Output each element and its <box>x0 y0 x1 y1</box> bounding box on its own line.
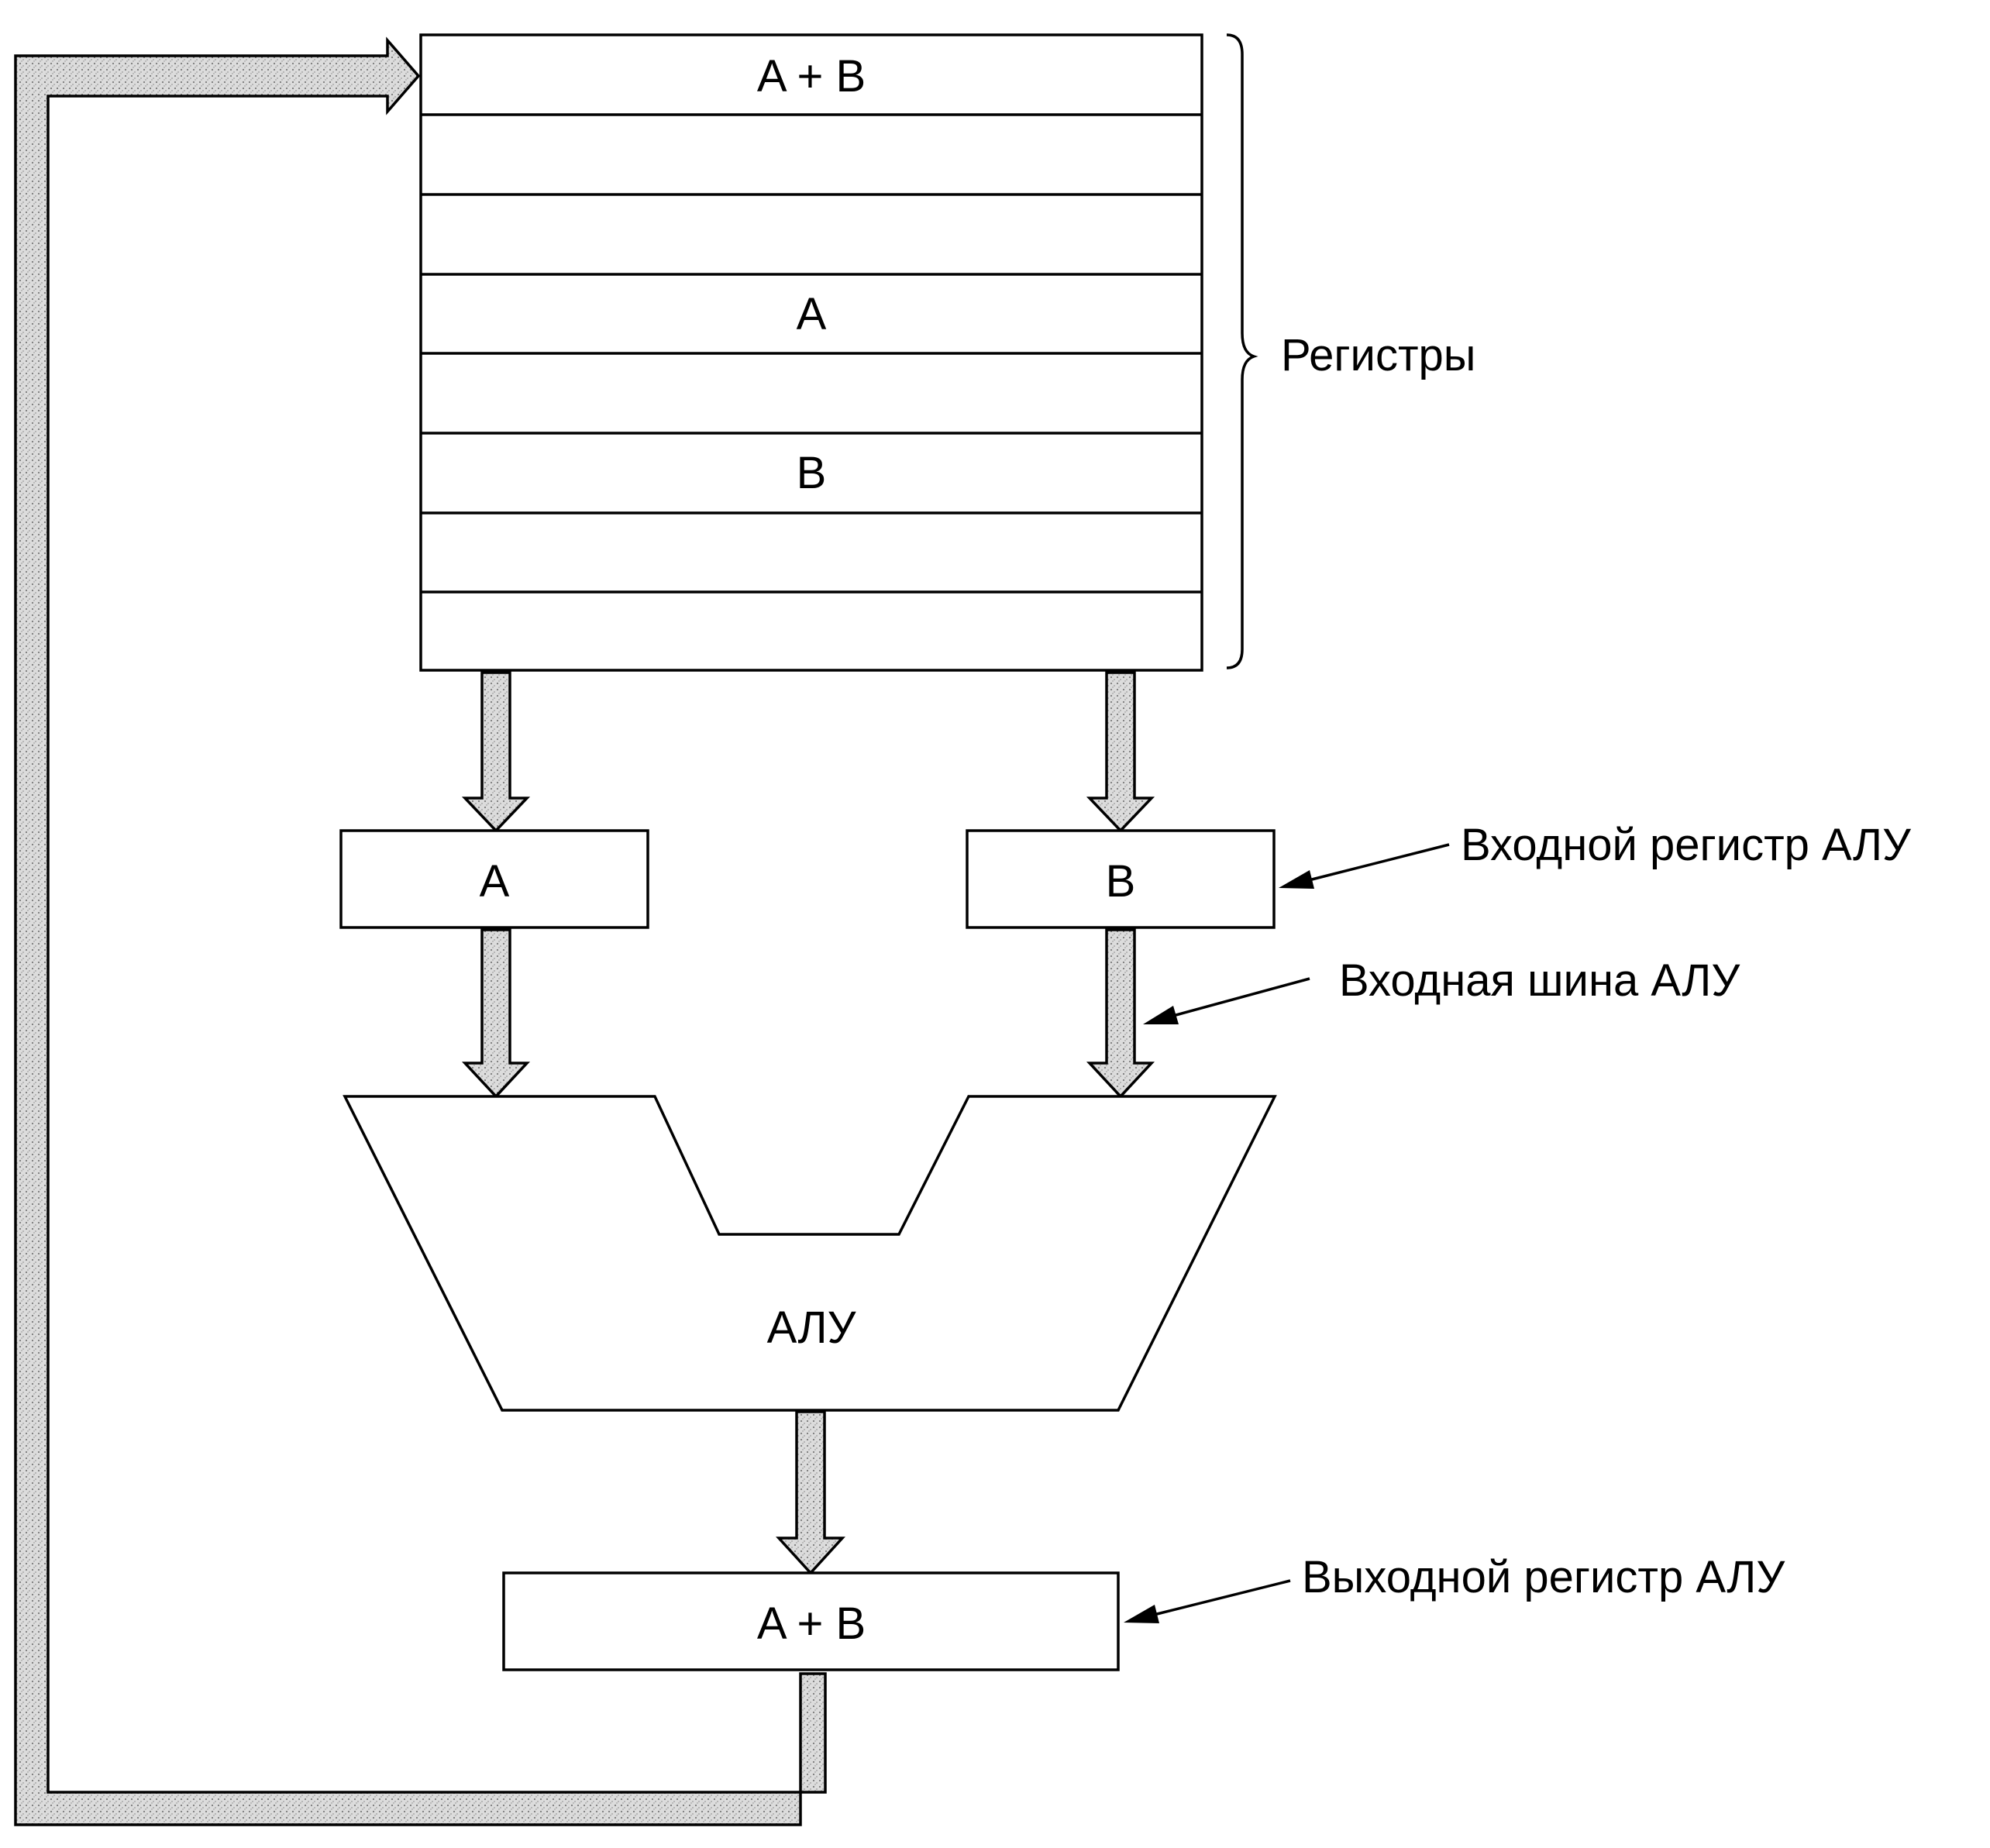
alu-output-register-pointer <box>1124 1579 1291 1623</box>
register-row-5: B <box>797 448 827 498</box>
input-register-a-label: A <box>480 856 510 907</box>
alu-input-register-label: Входной регистр АЛУ <box>1461 820 1912 870</box>
bus-regfile-to-a <box>461 671 531 833</box>
register-row-0: A + B <box>757 51 866 102</box>
bus-regfile-to-b <box>1086 671 1155 833</box>
output-register-label: A + B <box>757 1599 866 1649</box>
register-file: A + B A B <box>419 33 1203 672</box>
register-row-3: A <box>797 289 827 339</box>
input-register-a: A <box>339 829 649 929</box>
alu-input-register-pointer <box>1279 843 1450 889</box>
alu-label: АЛУ <box>767 1303 857 1353</box>
input-register-b: B <box>966 829 1276 929</box>
output-register: A + B <box>502 1571 1120 1671</box>
registers-label: Регистры <box>1281 330 1475 380</box>
alu-input-bus-pointer <box>1143 977 1310 1024</box>
alu-output-register-label: Выходной регистр АЛУ <box>1302 1552 1785 1602</box>
alu-input-bus-label: Входная шина АЛУ <box>1339 955 1740 1006</box>
alu-input-bus-b <box>1086 928 1155 1099</box>
alu-input-bus-a <box>461 928 531 1099</box>
registers-brace <box>1226 33 1258 669</box>
input-register-b-label: B <box>1106 856 1136 907</box>
alu: АЛУ <box>343 1095 1277 1412</box>
feedback-bus <box>14 36 827 1826</box>
alu-output-bus <box>776 1410 845 1575</box>
